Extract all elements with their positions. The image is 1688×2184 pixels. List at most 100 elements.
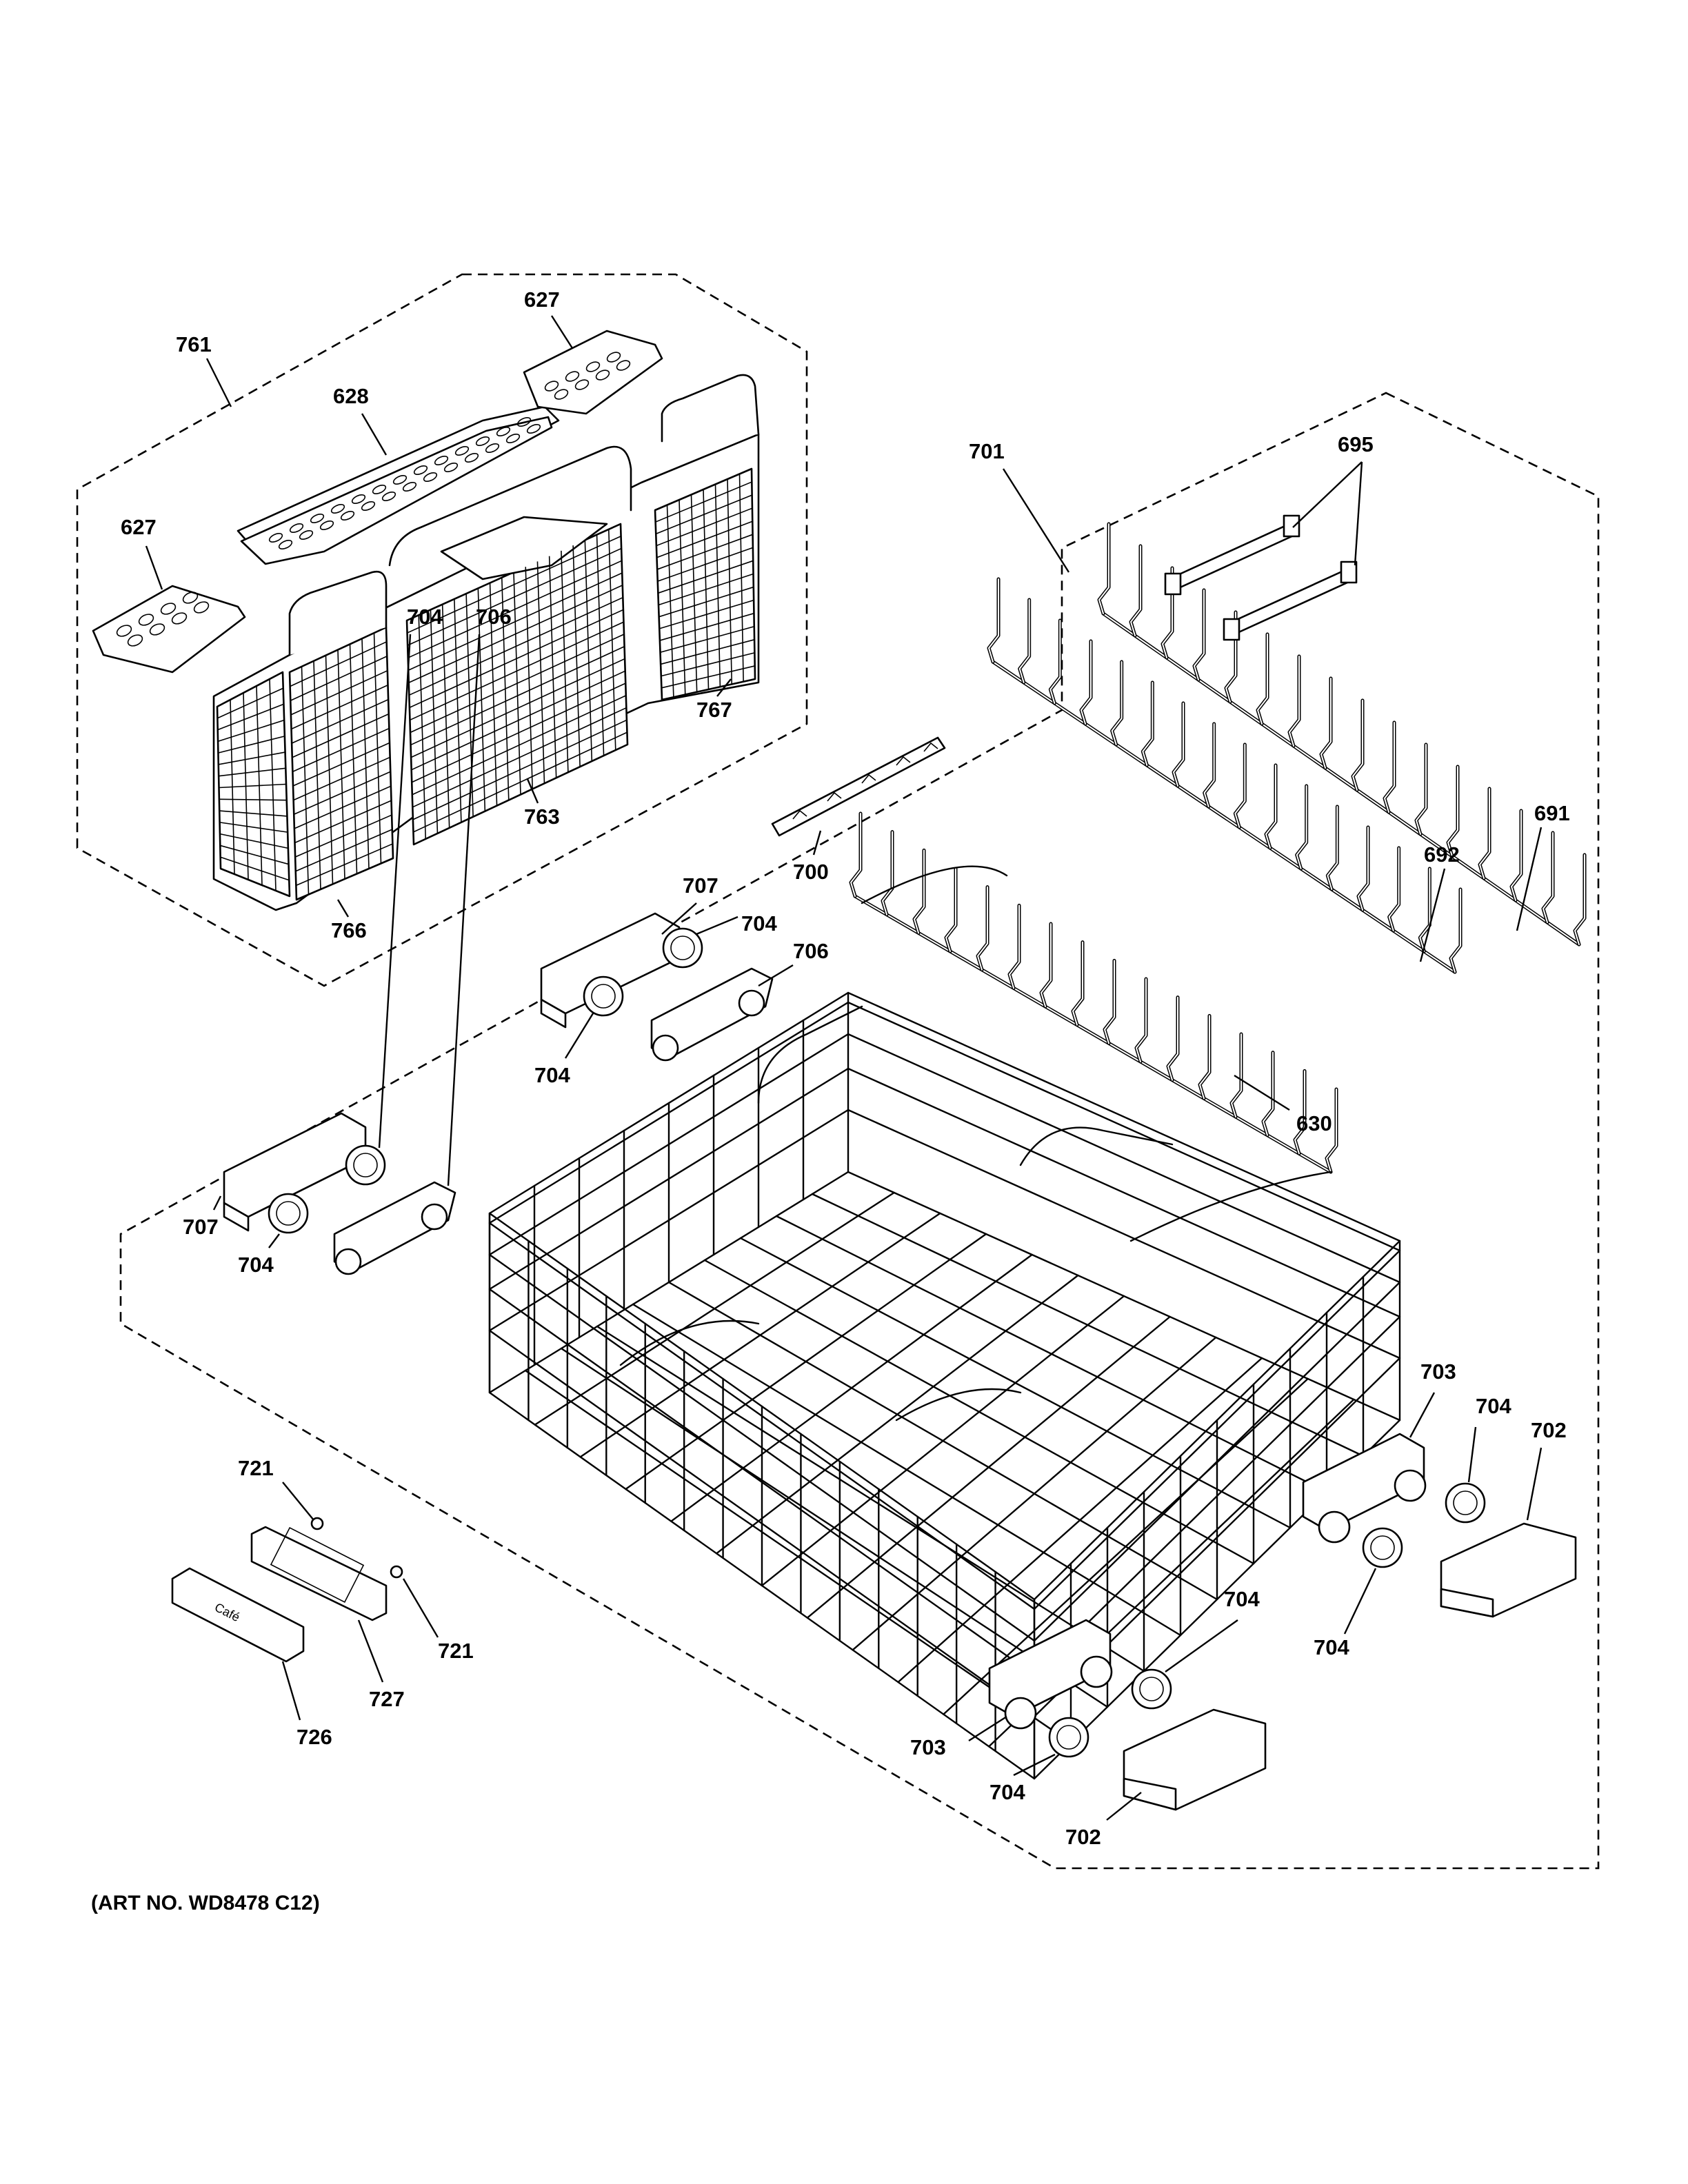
tine bbox=[1287, 654, 1301, 748]
basket-grid-line bbox=[408, 585, 623, 684]
basket-grid-line bbox=[217, 687, 284, 719]
tine bbox=[976, 885, 989, 972]
tine bbox=[1130, 545, 1141, 636]
tine bbox=[1110, 660, 1124, 747]
tine bbox=[1384, 722, 1395, 813]
tine bbox=[987, 577, 1001, 664]
basket-grid-line bbox=[220, 856, 290, 881]
rack-bottom-wire bbox=[761, 1295, 1125, 1587]
tine bbox=[1136, 978, 1147, 1062]
tine bbox=[1352, 700, 1363, 791]
basket-grid-line bbox=[411, 670, 626, 771]
basket-grid-line bbox=[295, 829, 393, 872]
tine bbox=[988, 578, 999, 663]
callout-704: 704 bbox=[238, 1253, 274, 1277]
basket-grid-line bbox=[294, 800, 392, 844]
tine-clip-lower bbox=[1223, 560, 1358, 641]
tine bbox=[1141, 680, 1154, 767]
rack-bottom-wire bbox=[897, 1357, 1263, 1684]
lid-slot bbox=[278, 540, 293, 549]
basket-grid-line bbox=[410, 646, 625, 746]
tine-row-630 bbox=[854, 896, 1332, 1173]
rack-bottom-wire bbox=[534, 1191, 895, 1426]
tine bbox=[1511, 810, 1522, 901]
basket-grid-line bbox=[290, 656, 388, 701]
tine bbox=[1479, 788, 1490, 879]
tine bbox=[1104, 960, 1115, 1044]
tine bbox=[912, 848, 926, 935]
callout-691: 691 bbox=[1534, 801, 1570, 825]
basket-grid-line bbox=[658, 560, 754, 594]
silverware-basket-group-outline bbox=[76, 273, 808, 987]
tine bbox=[1356, 825, 1370, 912]
callout-761: 761 bbox=[176, 332, 212, 356]
tine bbox=[914, 849, 925, 934]
lid-slot bbox=[361, 501, 376, 511]
tine bbox=[1167, 996, 1178, 1081]
lid-slot bbox=[351, 494, 366, 504]
basket-small-lid-right bbox=[523, 330, 663, 415]
tine-row-692 bbox=[992, 661, 1456, 973]
tine bbox=[1203, 722, 1216, 809]
tine bbox=[1173, 702, 1184, 787]
tine bbox=[1416, 744, 1427, 835]
basket-grid-line bbox=[217, 719, 285, 742]
lid-slot bbox=[574, 379, 590, 390]
tine bbox=[1041, 923, 1052, 1007]
rack-inner bbox=[1019, 1126, 1174, 1166]
tine bbox=[1509, 809, 1523, 902]
tine bbox=[1295, 784, 1309, 871]
tine bbox=[1289, 656, 1300, 747]
tine bbox=[1257, 634, 1268, 725]
tine bbox=[1009, 904, 1020, 989]
lid-slot bbox=[595, 370, 610, 381]
tine bbox=[1162, 567, 1173, 658]
tine bbox=[1418, 867, 1431, 953]
basket-grid-line bbox=[292, 742, 390, 787]
lid-slot bbox=[182, 592, 199, 604]
callout-766: 766 bbox=[331, 918, 367, 942]
basket-grid-pattern bbox=[217, 474, 755, 895]
tine bbox=[1358, 827, 1369, 911]
rack-rail bbox=[488, 1067, 1401, 1677]
basket-grid-line bbox=[660, 625, 754, 654]
lid-slot bbox=[526, 424, 541, 434]
tine bbox=[1449, 887, 1463, 974]
lid-slot bbox=[565, 371, 580, 382]
lid-slot bbox=[193, 601, 210, 614]
tine bbox=[1142, 682, 1154, 766]
tine bbox=[1081, 640, 1092, 725]
basket-grid-line bbox=[408, 560, 622, 658]
lid-slot bbox=[606, 352, 621, 363]
leader-lines bbox=[145, 315, 1543, 1821]
lid-slot bbox=[544, 381, 559, 392]
tine bbox=[1071, 940, 1085, 1027]
lid-slot bbox=[516, 417, 532, 427]
tine bbox=[945, 868, 956, 952]
tine bbox=[1134, 977, 1148, 1064]
basket-grid-line bbox=[219, 783, 287, 789]
tine bbox=[1198, 1013, 1212, 1100]
callout-627: 627 bbox=[121, 515, 157, 539]
basket-grid-line bbox=[410, 658, 625, 758]
basket-grid-line bbox=[294, 814, 392, 858]
basket-grid-line bbox=[659, 612, 754, 641]
lid-slot bbox=[496, 427, 511, 436]
tine bbox=[1098, 523, 1109, 614]
tine bbox=[1543, 832, 1554, 923]
basket-grid-line bbox=[655, 481, 752, 523]
tine bbox=[1166, 995, 1180, 1082]
lower-rack-basket bbox=[488, 991, 1401, 1780]
basket-grid-line bbox=[409, 596, 623, 696]
callout-763: 763 bbox=[524, 805, 560, 829]
tine bbox=[1327, 806, 1338, 890]
callout-701: 701 bbox=[969, 439, 1005, 463]
callout-706: 706 bbox=[476, 605, 512, 629]
basket-grid-line bbox=[655, 494, 752, 535]
lid-slot bbox=[299, 530, 314, 540]
lid-slot bbox=[340, 511, 355, 520]
rack-inner bbox=[757, 1005, 863, 1104]
rack-bottom-wire bbox=[715, 1274, 1079, 1555]
basket-grid-line bbox=[219, 833, 289, 849]
basket-grid-line bbox=[218, 751, 285, 765]
